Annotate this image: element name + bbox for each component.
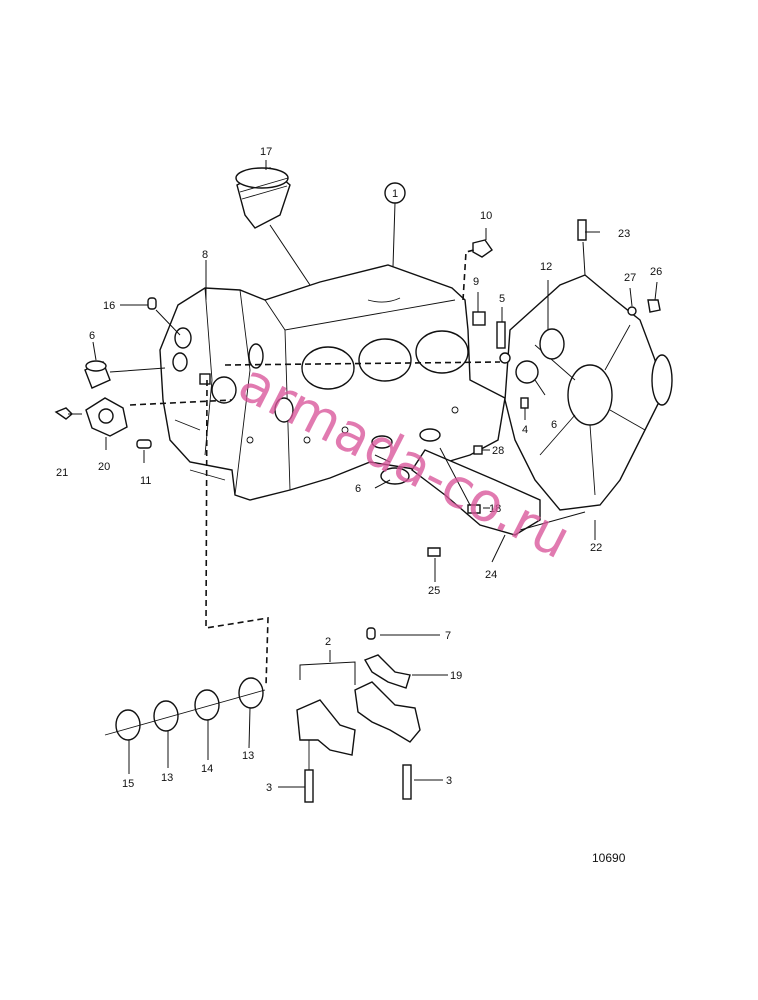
bolt [647, 299, 661, 313]
dowel-pin [520, 397, 529, 409]
callout-5: 5 [499, 293, 505, 305]
leader-lines [68, 160, 658, 788]
callout-6-left: 6 [89, 330, 95, 342]
callout-3-left: 3 [266, 782, 272, 794]
bolt [467, 504, 481, 514]
dowel-pin [147, 297, 157, 310]
assembly-guide-line [205, 379, 269, 687]
callout-4: 4 [522, 424, 528, 436]
assembly-guide-line [224, 361, 501, 366]
callout-2: 2 [325, 636, 331, 648]
cover-gasket-hole [98, 408, 114, 424]
callout-21: 21 [56, 467, 68, 479]
bearing-cap-left [296, 699, 356, 803]
callout-28: 28 [492, 445, 504, 457]
dowel-pin [366, 627, 376, 640]
bracket [496, 321, 506, 349]
callout-17: 17 [260, 146, 272, 158]
callout-16: 16 [103, 300, 115, 312]
seal-cap-face [85, 360, 107, 372]
callout-13-left: 13 [161, 772, 173, 784]
bolt [427, 547, 441, 557]
callout-1: 1 [392, 188, 398, 200]
callout-14: 14 [201, 763, 213, 775]
washer [627, 306, 637, 316]
flywheel-housing [504, 274, 673, 511]
callout-15: 15 [122, 778, 134, 790]
plug [473, 445, 483, 455]
callout-10: 10 [480, 210, 492, 222]
callout-22: 22 [590, 542, 602, 554]
callout-11: 11 [140, 475, 151, 487]
seal-cap [515, 360, 539, 384]
drawing-reference-number: 10690 [592, 851, 626, 865]
callout-13-right: 13 [242, 750, 254, 762]
callout-3-right: 3 [446, 775, 452, 787]
plug [199, 373, 211, 385]
callout-20: 20 [98, 461, 110, 473]
callout-6-bottom: 6 [355, 483, 361, 495]
dowel-pin [136, 439, 152, 449]
bolt [577, 219, 587, 241]
callout-18: 18 [489, 503, 501, 515]
assembly-guide-line [462, 249, 475, 301]
callout-9: 9 [473, 276, 479, 288]
washer [499, 352, 511, 364]
nut [472, 239, 493, 258]
callout-27: 27 [624, 272, 636, 284]
seal-ring [380, 467, 410, 485]
bearing-shell-set [104, 677, 266, 741]
callout-8: 8 [202, 249, 208, 261]
callout-24: 24 [485, 569, 497, 581]
callout-12: 12 [540, 261, 552, 273]
cover-plate [411, 449, 541, 536]
plug [472, 311, 486, 326]
callout-circle [384, 182, 406, 204]
callout-25: 25 [428, 585, 440, 597]
bearing-cap-right [354, 627, 421, 800]
assembly-guide-line [129, 399, 233, 406]
callout-19: 19 [450, 670, 462, 682]
callout-23: 23 [618, 228, 630, 240]
piston [235, 167, 291, 229]
callout-6-right: 6 [551, 419, 557, 431]
callout-26: 26 [650, 266, 662, 278]
callout-7: 7 [445, 630, 451, 642]
